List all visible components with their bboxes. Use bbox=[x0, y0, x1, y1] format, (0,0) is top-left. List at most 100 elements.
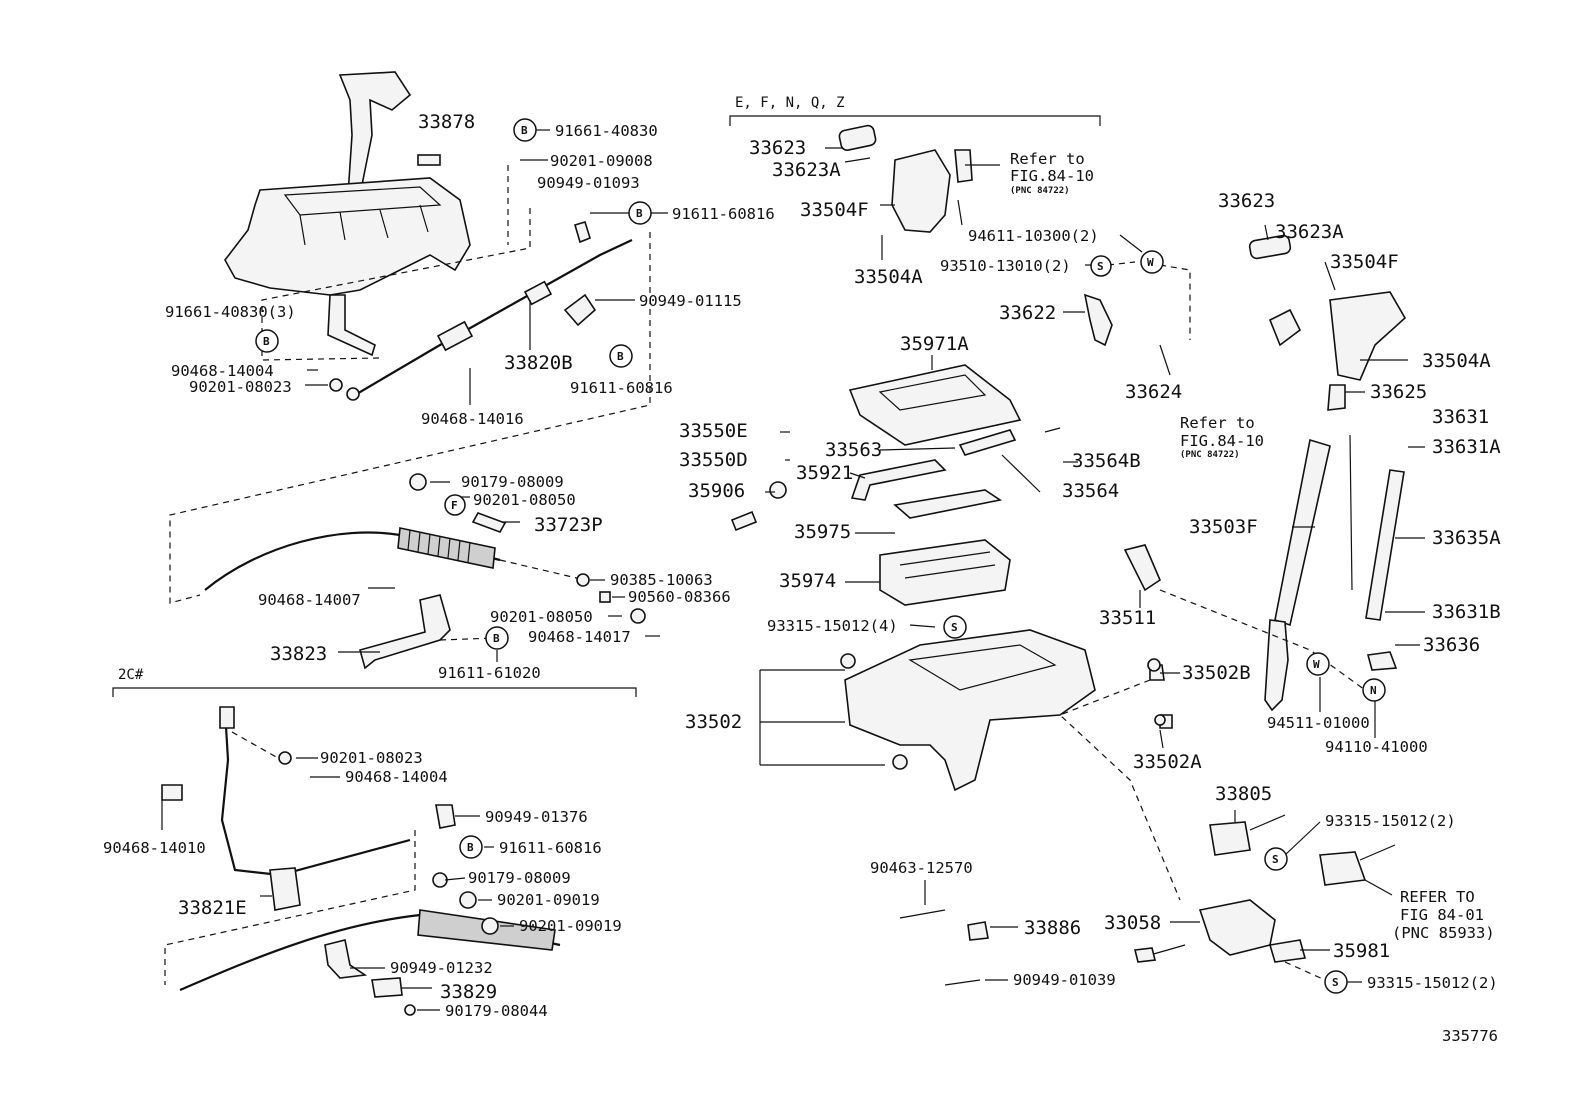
svg-text:S: S bbox=[1097, 260, 1104, 273]
refer-fig-84-10-b-line1: Refer to bbox=[1180, 414, 1255, 432]
label-33622: 33622 bbox=[999, 302, 1056, 324]
cover-35971a bbox=[848, 364, 1022, 446]
label-33564: 33564 bbox=[1062, 480, 1119, 502]
label-33805: 33805 bbox=[1215, 783, 1272, 805]
label-90468-14007: 90468-14007 bbox=[258, 591, 361, 609]
refer-fig-84-10-a-line1: Refer to bbox=[1010, 150, 1085, 168]
svg-text:B: B bbox=[636, 207, 643, 220]
svg-text:B: B bbox=[493, 632, 500, 645]
label-33623a-b: 33623A bbox=[1275, 221, 1344, 243]
rod-33503f bbox=[1123, 434, 1405, 729]
svg-text:W: W bbox=[1147, 256, 1154, 269]
label-35981: 35981 bbox=[1333, 940, 1390, 962]
bracket-33058 bbox=[1134, 899, 1307, 963]
label-33820b: 33820B bbox=[504, 352, 573, 374]
refer-fig-84-10-b-line2: FIG.84-10 bbox=[1180, 432, 1264, 450]
shift-knob-33504f bbox=[838, 124, 973, 233]
svg-text:B: B bbox=[521, 124, 528, 137]
label-35975: 35975 bbox=[794, 521, 851, 543]
svg-text:S: S bbox=[951, 621, 958, 634]
label-90468-14010: 90468-14010 bbox=[103, 839, 206, 857]
refer-fig-84-01-line2: FIG 84-01 bbox=[1400, 906, 1484, 924]
label-33631a: 33631A bbox=[1432, 436, 1501, 458]
label-90468-14004-a: 90468-14004 bbox=[171, 362, 274, 380]
label-90201-09019-a: 90201-09019 bbox=[497, 891, 600, 909]
mark-s-4: S bbox=[1324, 970, 1348, 994]
mark-b-4: B bbox=[609, 344, 633, 368]
figure-number: 335776 bbox=[1442, 1027, 1498, 1045]
label-35974: 35974 bbox=[779, 570, 836, 592]
mark-s-1: S bbox=[1090, 255, 1112, 277]
label-33502a: 33502A bbox=[1133, 751, 1202, 773]
label-33723p: 33723P bbox=[534, 514, 603, 536]
leader-lines bbox=[161, 129, 1425, 1011]
shift-cable-33820b bbox=[346, 221, 633, 401]
select-cable-33723p bbox=[204, 512, 507, 591]
label-90201-09019-b: 90201-09019 bbox=[519, 917, 622, 935]
shift-lever-assembly bbox=[224, 71, 471, 357]
mark-b-2: B bbox=[628, 201, 652, 225]
label-33502: 33502 bbox=[685, 711, 742, 733]
label-90201-08023-a: 90201-08023 bbox=[189, 378, 292, 396]
label-91611-61020: 91611-61020 bbox=[438, 664, 541, 682]
label-90179-08009-b: 90179-08009 bbox=[468, 869, 571, 887]
label-33511: 33511 bbox=[1099, 607, 1156, 629]
refer-fig-84-01-line3: (PNC 85933) bbox=[1392, 924, 1495, 942]
label-33624: 33624 bbox=[1125, 381, 1182, 403]
bracket-33823 bbox=[359, 594, 451, 670]
label-90201-08023-b: 90201-08023 bbox=[320, 749, 423, 767]
label-90949-01232: 90949-01232 bbox=[390, 959, 493, 977]
label-90201-08050-a: 90201-08050 bbox=[473, 491, 576, 509]
label-90385-10063: 90385-10063 bbox=[610, 571, 713, 589]
variant-label-efnqz: E, F, N, Q, Z bbox=[735, 95, 845, 111]
label-33504a-b: 33504A bbox=[1422, 350, 1491, 372]
label-94110-41000: 94110-41000 bbox=[1325, 738, 1428, 756]
label-91611-60816-a: 91611-60816 bbox=[672, 205, 775, 223]
label-94611-10300-2: 94611-10300(2) bbox=[968, 227, 1099, 245]
svg-text:S: S bbox=[1272, 853, 1279, 866]
label-90201-08050-b: 90201-08050 bbox=[490, 608, 593, 626]
variant-header-2c: 2C# bbox=[112, 667, 637, 697]
housing-35974 bbox=[879, 539, 1011, 606]
label-33623-b: 33623 bbox=[1218, 190, 1275, 212]
label-33821e: 33821E bbox=[178, 897, 247, 919]
label-33058: 33058 bbox=[1104, 912, 1161, 934]
label-90468-14004-b: 90468-14004 bbox=[345, 768, 448, 786]
svg-text:B: B bbox=[617, 350, 624, 363]
label-35906: 35906 bbox=[688, 480, 745, 502]
label-33503f: 33503F bbox=[1189, 516, 1258, 538]
label-91611-60816-c: 91611-60816 bbox=[499, 839, 602, 857]
shift-knob-33504f-right bbox=[1248, 234, 1407, 411]
mark-b-6: B bbox=[459, 835, 483, 859]
refer-fig-84-01-line1: REFER TO bbox=[1400, 888, 1475, 906]
label-90949-01115: 90949-01115 bbox=[639, 292, 742, 310]
label-93315-15012-4: 93315-15012(4) bbox=[767, 617, 898, 635]
label-33550d: 33550D bbox=[679, 449, 748, 471]
label-33823: 33823 bbox=[270, 643, 327, 665]
refer-fig-84-10-a-line3: (PNC 84722) bbox=[1010, 186, 1070, 196]
cable-33821e bbox=[164, 706, 561, 992]
label-91661-40830: 91661-40830 bbox=[555, 122, 658, 140]
label-90949-01376: 90949-01376 bbox=[485, 808, 588, 826]
label-93315-15012-2-b: 93315-15012(2) bbox=[1367, 974, 1498, 992]
label-90468-14017: 90468-14017 bbox=[528, 628, 631, 646]
part-labels: 33878 91661-40830 90201-09008 90949-0109… bbox=[103, 111, 1501, 1045]
label-33631b: 33631B bbox=[1432, 601, 1501, 623]
label-33504a-a: 33504A bbox=[854, 266, 923, 288]
svg-text:F: F bbox=[451, 499, 458, 512]
label-90560-08366: 90560-08366 bbox=[628, 588, 731, 606]
label-93510-13010-2: 93510-13010(2) bbox=[940, 257, 1071, 275]
label-33635a: 33635A bbox=[1432, 527, 1501, 549]
label-33878: 33878 bbox=[418, 111, 475, 133]
label-90463-12570: 90463-12570 bbox=[870, 859, 973, 877]
label-33564b: 33564B bbox=[1072, 450, 1141, 472]
label-93315-15012-2-a: 93315-15012(2) bbox=[1325, 812, 1456, 830]
mark-f-1: F bbox=[444, 494, 466, 516]
mark-n-1: N bbox=[1362, 678, 1386, 702]
label-91661-40830-3: 91661-40830(3) bbox=[165, 303, 296, 321]
label-33636: 33636 bbox=[1423, 634, 1480, 656]
label-35971a: 35971A bbox=[900, 333, 969, 355]
label-90468-14016: 90468-14016 bbox=[421, 410, 524, 428]
svg-text:N: N bbox=[1370, 684, 1377, 697]
refer-fig-84-10-b-line3: (PNC 84722) bbox=[1180, 450, 1240, 460]
